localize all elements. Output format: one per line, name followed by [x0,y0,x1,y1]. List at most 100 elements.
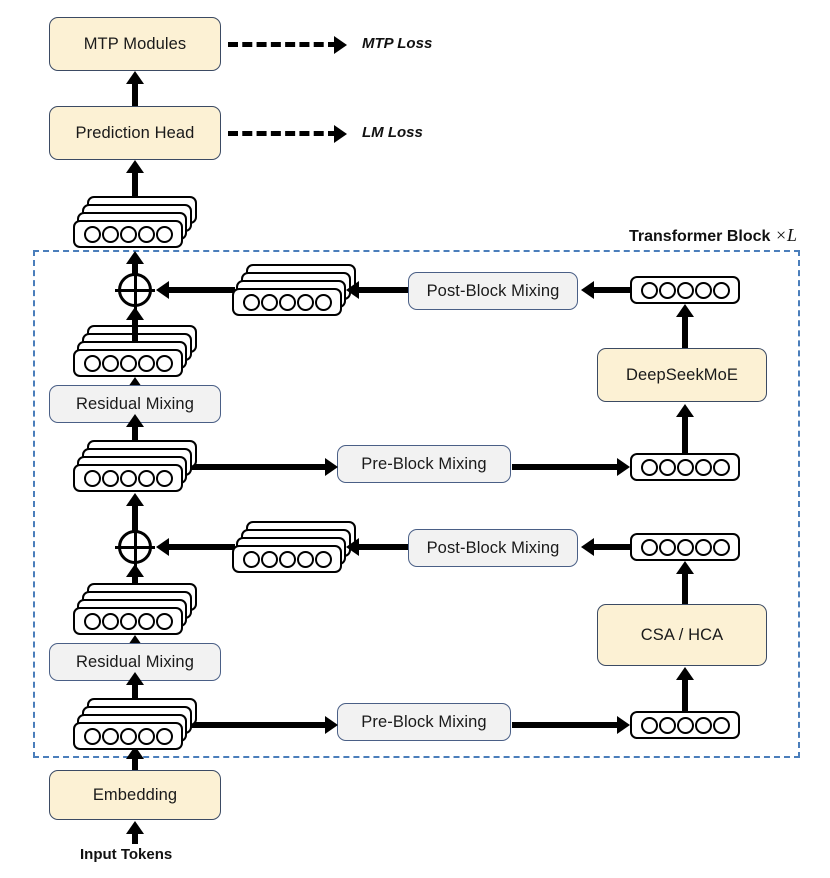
transformer-block-region [33,250,800,758]
token-dot [658,716,676,734]
token-dot [242,550,260,568]
arrow-prerowlower-to-csa-line [682,678,688,715]
transformer-block-label: Transformer Block ×L [629,225,798,245]
token-dot [137,354,155,372]
arrow-csarow-to-postmixlower-head [581,538,594,556]
arrow-residualupperout-to-plus-head [126,307,144,320]
token-dot [119,225,137,243]
arrow-embedding-to-stack-line [132,757,138,775]
arrow-residualupperout-to-plus-line [132,318,138,341]
token-dot [83,469,101,487]
token-row-pre-lower [630,711,740,739]
token-dot [101,469,119,487]
token-row-front [73,220,183,248]
token-dot [658,538,676,556]
token-dot [296,293,314,311]
token-dot [155,469,173,487]
token-dot [676,716,694,734]
token-dot [712,281,730,299]
token-row-front [73,607,183,635]
token-dot [676,458,694,476]
arrow-premixlower-to-row-line [512,722,620,728]
lm-loss-dashed-line [228,131,338,136]
token-stack-residual-lower-out [73,583,197,635]
residual-add-upper [115,270,155,310]
csa-hca-box[interactable]: CSA / HCA [597,604,767,666]
arrow-premixupper-to-row-head [617,458,630,476]
arrow-moe-to-row-line [682,315,688,348]
token-dot [101,727,119,745]
arrow-postupper-to-plus-line [165,287,235,293]
arrow-pluslower-to-midstack-line2 [132,503,138,533]
post-block-mixing-lower-box[interactable]: Post-Block Mixing [408,529,578,567]
token-dot [640,716,658,734]
token-row-front [232,545,342,573]
token-dot [640,458,658,476]
token-row-front [232,288,342,316]
token-dot [137,469,155,487]
arrow-csarow-to-postmixlower-line [590,544,632,550]
token-dot [119,469,137,487]
arrow-postmixupper-to-stack-head [346,281,359,299]
arrow-residuallowerout-to-plus-head [126,564,144,577]
prediction-head-box[interactable]: Prediction Head [49,106,221,160]
token-stack-embedding-out [73,698,197,750]
token-row-csa-output [630,533,740,561]
token-dot [137,612,155,630]
arrow-moerow-to-postmixupper-head [581,281,594,299]
token-dot [155,727,173,745]
token-dot [119,354,137,372]
token-dot [101,354,119,372]
arrow-premixupper-to-row-line [512,464,620,470]
token-dot [712,716,730,734]
token-dot [155,612,173,630]
deepseek-moe-box[interactable]: DeepSeekMoE [597,348,767,402]
arrow-postmixlower-to-stack-line [355,544,410,550]
arrow-bottomstack-to-resmixlower-head [126,672,144,685]
token-dot [119,727,137,745]
lm-loss-label: LM Loss [362,124,423,141]
token-dot [242,293,260,311]
token-stack-output [73,196,197,248]
token-dot [694,281,712,299]
token-dot [694,458,712,476]
arrow-midstack-to-resmixupper-head [126,414,144,427]
residual-add-lower [115,527,155,567]
embedding-box[interactable]: Embedding [49,770,221,820]
arrow-bottomstack-to-resmixlower-line [132,683,138,707]
arrow-prerowupper-to-moe-head [676,404,694,417]
token-row-moe-output [630,276,740,304]
arrow-moe-to-row-head [676,304,694,317]
arrow-input-to-embedding-line [132,832,138,844]
token-dot [83,225,101,243]
token-stack-mid [73,440,197,492]
arrow-bottomstack-to-premixlower-line [180,722,328,728]
arrow-midstack-to-premixupper-line [180,464,328,470]
token-dot [658,281,676,299]
arrow-input-to-embedding-head [126,821,144,834]
pre-block-mixing-upper-box[interactable]: Pre-Block Mixing [337,445,511,483]
token-dot [278,550,296,568]
token-dot [155,354,173,372]
token-dot [314,550,332,568]
pre-block-mixing-lower-box[interactable]: Pre-Block Mixing [337,703,511,741]
arrow-postlower-to-plus-line [165,544,235,550]
arrow-premixlower-to-row-head [617,716,630,734]
mtp-modules-box[interactable]: MTP Modules [49,17,221,71]
token-stack-post-lower [232,521,356,573]
arrow-midstack-to-resmixupper-line [132,425,138,449]
post-block-mixing-upper-box[interactable]: Post-Block Mixing [408,272,578,310]
token-dot [83,727,101,745]
token-row-pre-upper [630,453,740,481]
arrow-plus-upper-to-output-head [126,251,144,264]
token-dot [101,225,119,243]
arrow-predhead-to-mtp-line [132,82,138,106]
token-dot [83,354,101,372]
arrow-postmixlower-to-stack-head [346,538,359,556]
token-dot [676,281,694,299]
input-tokens-label: Input Tokens [80,846,173,863]
token-row-front [73,464,183,492]
token-dot [658,458,676,476]
arrow-tokens-to-predhead-head [126,160,144,173]
